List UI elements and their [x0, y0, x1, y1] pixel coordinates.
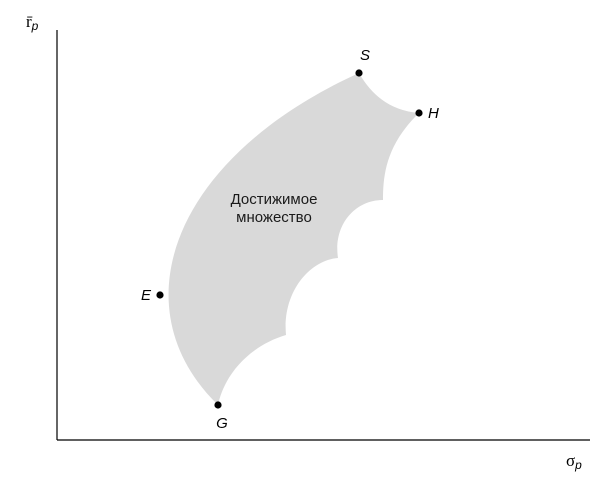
- point-h-marker: [415, 109, 423, 117]
- region-label-line2: множество: [236, 209, 312, 226]
- y-axis-subscript: p: [31, 19, 39, 33]
- point-s-marker: [355, 69, 363, 77]
- point-g-marker: [214, 401, 222, 409]
- x-axis-symbol: σ: [566, 451, 575, 470]
- point-e-marker: [156, 291, 164, 299]
- region-label-line1: Достижимое: [231, 191, 318, 208]
- y-axis-title: r̄p: [26, 12, 39, 33]
- feasible-set-region: [168, 73, 419, 405]
- x-axis-subscript: p: [574, 458, 582, 472]
- point-e-label: E: [141, 287, 152, 304]
- x-axis-title: σp: [566, 451, 582, 472]
- point-s-label: S: [360, 47, 370, 64]
- point-h-label: H: [428, 105, 439, 122]
- y-axis-symbol: r̄: [26, 12, 33, 31]
- point-g-label: G: [216, 415, 228, 432]
